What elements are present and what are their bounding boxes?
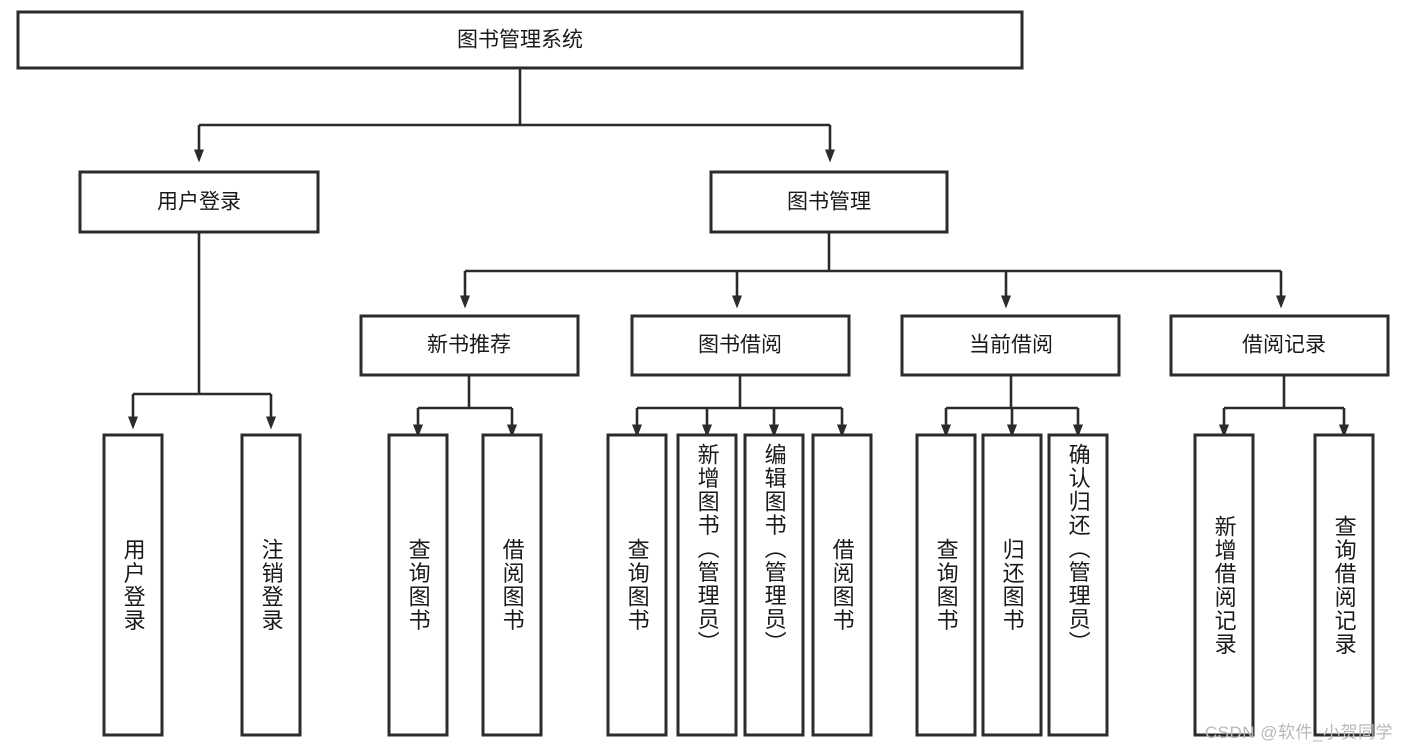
- node-new-book-recommend[interactable]: 新书推荐: [359, 314, 580, 377]
- leaf-box-return-book[interactable]: [981, 433, 1043, 737]
- leaf-box-borrow-book-1[interactable]: [481, 433, 543, 737]
- leaf-boxes: [102, 433, 1375, 737]
- connectors-book-borrow-to-leaves: [632, 375, 847, 438]
- node-user-login-box[interactable]: [78, 170, 320, 234]
- leaf-box-query-book-3[interactable]: [915, 433, 977, 737]
- leaf-box-query-book-2[interactable]: [606, 433, 668, 737]
- leaf-box-user-login[interactable]: [102, 433, 164, 737]
- connectors-borrow-record-to-leaves: [1219, 375, 1349, 438]
- leaf-box-query-record[interactable]: [1313, 433, 1375, 737]
- node-user-login-label: 用户登录: [157, 191, 241, 214]
- connectors-book-manage-to-level2: [460, 232, 1286, 309]
- leaf-box-borrow-book-2[interactable]: [811, 433, 873, 737]
- node-root-label: 图书管理系统: [457, 29, 583, 52]
- node-new-book-recommend-label: 新书推荐: [427, 334, 511, 357]
- leaf-box-query-book-1[interactable]: [387, 433, 449, 737]
- node-borrow-record-label: 借阅记录: [1242, 334, 1326, 357]
- node-book-manage[interactable]: 图书管理: [709, 170, 949, 234]
- connectors-root-to-level1: [194, 68, 835, 163]
- connectors-current-borrow-to-leaves: [941, 375, 1083, 438]
- node-book-borrow[interactable]: 图书借阅: [630, 314, 851, 377]
- node-current-borrow-label: 当前借阅: [969, 334, 1053, 357]
- node-borrow-record[interactable]: 借阅记录: [1169, 314, 1390, 377]
- node-book-borrow-label: 图书借阅: [698, 334, 782, 357]
- leaf-box-add-record[interactable]: [1193, 433, 1255, 737]
- leaf-box-confirm-return[interactable]: [1047, 433, 1109, 737]
- csdn-watermark: CSDN @软件_小贺同学: [1204, 723, 1393, 742]
- leaf-box-user-logout[interactable]: [240, 433, 302, 737]
- node-new-book-recommend-box[interactable]: [359, 314, 580, 377]
- node-current-borrow-box[interactable]: [900, 314, 1121, 377]
- connectors-user-login-to-leaves: [128, 232, 276, 430]
- node-borrow-record-box[interactable]: [1169, 314, 1390, 377]
- leaf-box-add-book[interactable]: [676, 433, 738, 737]
- node-user-login[interactable]: 用户登录: [78, 170, 320, 234]
- node-book-borrow-box[interactable]: [630, 314, 851, 377]
- node-root[interactable]: 图书管理系统: [16, 10, 1024, 70]
- node-book-manage-box[interactable]: [709, 170, 949, 234]
- node-book-manage-label: 图书管理: [787, 191, 871, 214]
- node-root-box[interactable]: [16, 10, 1024, 70]
- node-current-borrow[interactable]: 当前借阅: [900, 314, 1121, 377]
- leaf-box-edit-book[interactable]: [743, 433, 805, 737]
- connectors-new-book-recommend-to-leaves: [413, 375, 517, 438]
